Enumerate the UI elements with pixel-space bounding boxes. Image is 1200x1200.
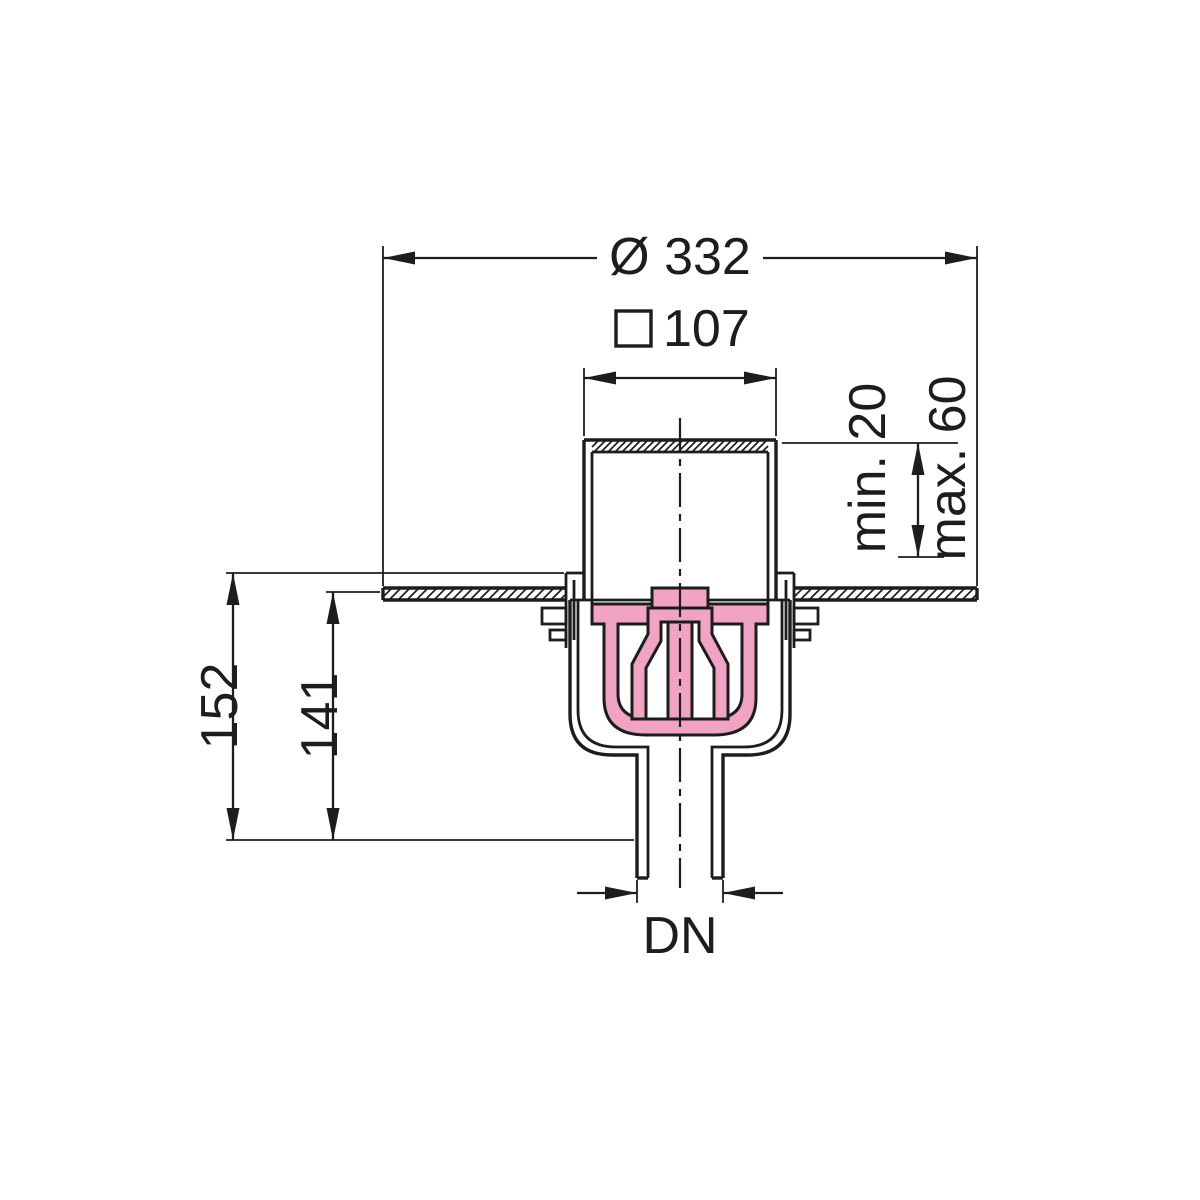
flange	[381, 586, 979, 642]
max-depth-label: max. 60	[919, 376, 977, 561]
square-symbol-icon	[614, 309, 653, 348]
extension-lines	[226, 246, 978, 903]
sump-outer-left	[568, 600, 639, 878]
arrow-down-icon	[226, 808, 240, 840]
dim-square-107: 107	[584, 300, 776, 385]
arrow-right-icon	[945, 251, 977, 265]
dim-outlet-dn: DN	[577, 886, 783, 965]
dim-height-141: 141	[291, 592, 349, 840]
arrow-right-icon	[744, 371, 776, 385]
arrow-left-icon	[383, 251, 415, 265]
sump-outer-right	[721, 600, 792, 878]
flange-hatch-right	[793, 587, 978, 601]
arrow-up-icon	[226, 573, 240, 605]
arrow-right-icon	[605, 886, 637, 900]
square-width-label: 107	[663, 300, 750, 358]
clamp-screw-right	[792, 628, 812, 642]
outlet-label: DN	[642, 907, 717, 965]
arrow-left-icon	[723, 886, 755, 900]
arrow-up-icon	[911, 443, 925, 475]
sump-inner-right	[710, 600, 784, 878]
upper-section	[564, 438, 796, 648]
clamp-detail-right	[792, 606, 820, 626]
dim-diameter-332: Ø 332	[383, 228, 977, 286]
body-height-label: 141	[291, 673, 349, 760]
grate-hatch	[591, 439, 769, 453]
diameter-label: Ø 332	[609, 228, 751, 286]
flange-hatch-left	[382, 587, 567, 601]
sump-inner-left	[576, 600, 650, 878]
total-height-label: 152	[191, 663, 249, 750]
clamp-screw-left	[548, 628, 568, 642]
arrow-down-icon	[326, 808, 340, 840]
dim-height-152: 152	[191, 573, 249, 840]
clamp-detail-left	[540, 606, 568, 626]
min-depth-label: min. 20	[839, 383, 897, 554]
arrow-left-icon	[584, 371, 616, 385]
dim-min-max: min. 20 max. 60	[839, 376, 977, 561]
arrow-down-icon	[911, 525, 925, 557]
arrow-up-icon	[326, 592, 340, 624]
